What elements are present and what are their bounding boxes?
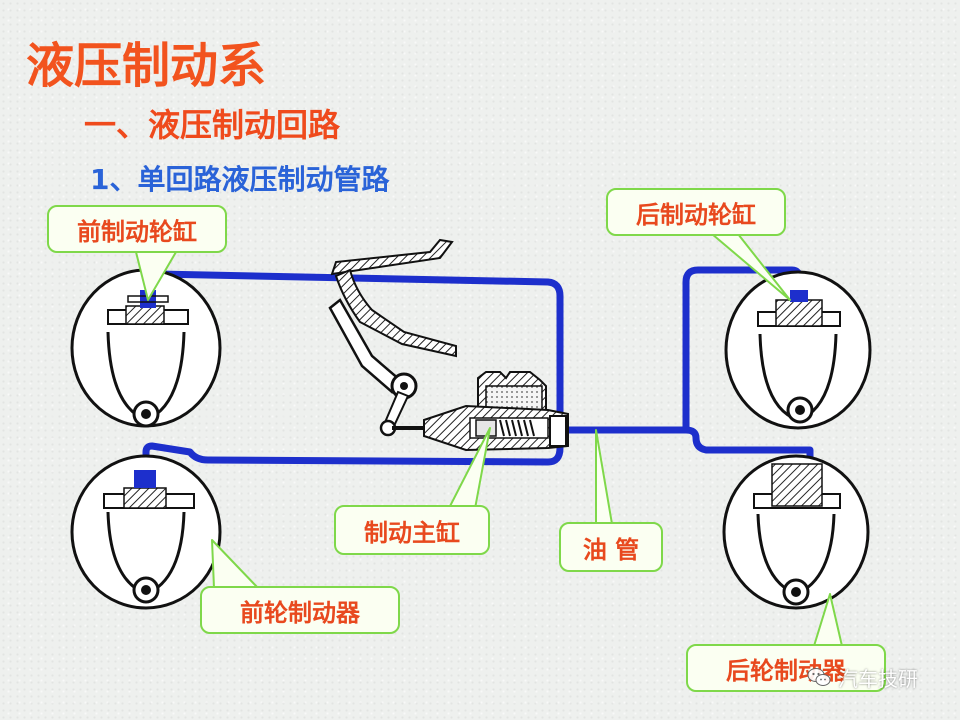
callout-front-wheel-cylinder: 前制动轮缸 (47, 205, 227, 253)
pipe-master-out (564, 426, 814, 472)
subsection-heading: 1、单回路液压制动管路 (90, 163, 390, 196)
callout-front-brake: 前轮制动器 (200, 586, 400, 634)
callout-rear-wheel-cylinder: 后制动轮缸 (606, 188, 786, 236)
watermark: 汽车技研 (806, 664, 918, 691)
front-lower-brake (70, 454, 222, 610)
rear-upper-brake (724, 270, 872, 430)
wechat-icon (807, 668, 831, 686)
callout-oil-pipe: 油 管 (559, 522, 663, 572)
brake-pedal (328, 238, 457, 437)
callout-pointers (135, 233, 843, 647)
watermark-text: 汽车技研 (838, 666, 918, 691)
master-cylinder (423, 371, 569, 452)
callout-master-cylinder: 制动主缸 (334, 505, 490, 555)
pipe-front-lower (142, 426, 564, 474)
rear-lower-brake (722, 454, 870, 610)
page-title: 液压制动系 (26, 38, 267, 94)
section-heading: 一、液压制动回路 (84, 106, 341, 144)
